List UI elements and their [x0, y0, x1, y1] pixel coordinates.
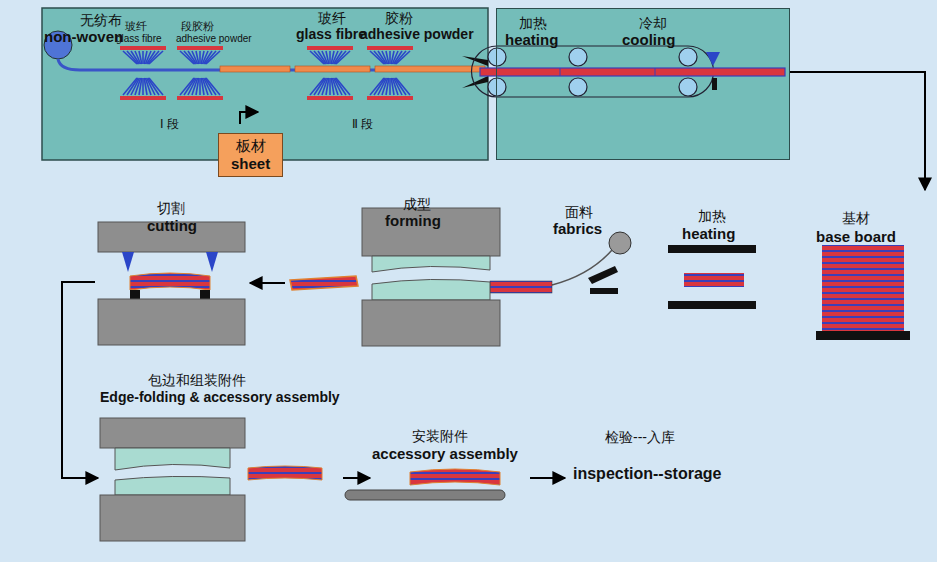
part-label: glass fibre [116, 33, 162, 45]
stage-label: 加热 [519, 15, 547, 31]
part-label: 玻纤 [318, 10, 346, 26]
part-label: Ⅱ 段 [352, 118, 373, 132]
stage-label: 切割 [157, 200, 185, 216]
stage-label: 包边和组装附件 [148, 372, 246, 388]
process-stage: 包边和组装附件Edge-folding & accessory assembly [98, 372, 343, 544]
flow-arrow [250, 282, 285, 284]
stage-label: sheet [231, 155, 270, 173]
part-label: Ⅰ 段 [160, 118, 179, 132]
part-label: glass fibre [296, 26, 366, 42]
flow-arrow [790, 72, 925, 190]
stage-label: heating [682, 225, 735, 242]
stage-label: 安装附件 [412, 428, 468, 444]
process-stage: 面料fabrics [545, 198, 645, 290]
flow-arrow [62, 282, 98, 478]
stage-label: cutting [147, 217, 197, 234]
stage-label: Edge-folding & accessory assembly [100, 389, 340, 405]
stage-label: cooling [622, 31, 675, 48]
part-label: adhesive powder [176, 33, 252, 45]
stage-label: 冷却 [639, 15, 667, 31]
process-stage: 切割cutting [95, 196, 250, 346]
stage-label: forming [385, 212, 441, 229]
stage-label: 板材 [231, 137, 270, 155]
part-label: adhesive powder [360, 26, 474, 42]
stage-label: inspection--storage [573, 465, 721, 483]
stage-label: base board [816, 228, 896, 245]
stage-label: 面料 [565, 204, 593, 220]
process-stage: 安装附件accessory assembly [370, 428, 530, 502]
part-label: 段胶粉 [181, 20, 214, 33]
stage-label: fabrics [553, 220, 602, 237]
part-label: 无纺布 [80, 12, 122, 28]
stage-label: 成型 [403, 196, 431, 212]
process-stage: 成型forming [285, 196, 505, 346]
stage-label: 检验---入库 [605, 429, 675, 445]
stage-label: accessory assembly [372, 445, 518, 462]
part-label: 胶粉 [385, 10, 413, 26]
part-label: 玻纤 [125, 20, 147, 33]
process-stage: 基材 base board [810, 190, 932, 340]
stage-label: 基材 [842, 210, 870, 226]
stage-label: heating [505, 31, 558, 48]
sheet-box: 板材sheet [218, 133, 283, 177]
flow-arrow [530, 477, 565, 479]
process-panel: 加热heating 冷却cooling [496, 8, 790, 160]
stage-label: 加热 [698, 208, 726, 224]
part-label: non-woven [44, 28, 123, 45]
flow-arrow [343, 477, 370, 479]
process-stage: 加热heating [660, 200, 765, 312]
process-stage: 检验---入库 inspection--storage [565, 425, 765, 490]
